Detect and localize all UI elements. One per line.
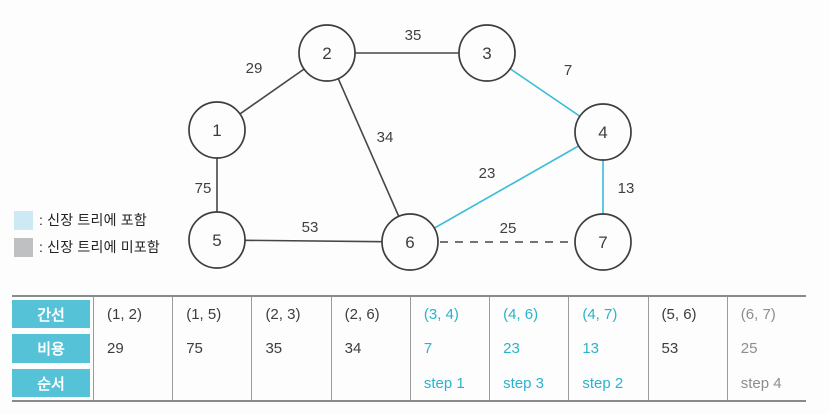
weight-label-1-5: 75 [195,180,212,197]
node-6-label: 6 [405,233,414,252]
edge-4-6 [409,131,604,243]
node-5-label: 5 [212,231,221,250]
table-cell-edge-6: (4, 6) [489,297,568,331]
weight-label-2-6: 34 [377,129,394,146]
table-cell-cost-8: 53 [647,331,727,366]
row-header-edge: 간선 [12,297,93,331]
node-3-label: 3 [482,44,491,63]
table-cell-cost-7: 13 [568,331,647,366]
weight-label-3-4: 7 [564,62,572,79]
legend-row-included: : 신장 트리에 포함 [14,210,160,230]
table-cell-edge-8: (5, 6) [647,297,727,331]
node-2 [298,24,356,82]
table-cell-step-2 [172,366,251,400]
node-7-label: 7 [598,233,607,252]
included-swatch-icon [14,210,33,230]
table-cell-edge-7: (4, 7) [568,297,647,331]
node-7 [574,213,632,271]
node-1-label: 1 [212,121,221,140]
weight-label-2-3: 35 [405,27,422,44]
node-6 [381,213,439,271]
edge-2-6 [326,52,411,243]
excluded-swatch-icon [14,237,33,257]
node-2-label: 2 [322,44,331,63]
weight-label-4-7: 13 [618,180,635,197]
table-cell-step-8 [647,366,727,400]
edge-5-6 [216,239,411,243]
weight-label-6-7: 25 [500,220,517,237]
weight-label-5-6: 53 [302,219,319,236]
weight-label-4-6: 23 [479,165,496,182]
table-cell-edge-1: (1, 2) [93,297,172,331]
table-cell-edge-3: (2, 3) [251,297,330,331]
table-cell-step-7: step 2 [568,366,647,400]
table-cell-cost-9: 25 [726,331,806,366]
table-cell-edge-4: (2, 6) [330,297,410,331]
table-cell-step-3 [251,366,330,400]
legend: : 신장 트리에 포함 : 신장 트리에 미포함 [14,210,160,264]
table-cell-edge-5: (3, 4) [409,297,489,331]
table-cell-cost-4: 34 [330,331,410,366]
table-cell-edge-9: (6, 7) [726,297,806,331]
table-cell-edge-2: (1, 5) [172,297,251,331]
table-cell-cost-1: 29 [93,331,172,366]
row-header-step: 순서 [12,366,93,400]
table-cell-step-6: step 3 [489,366,568,400]
legend-row-excluded: : 신장 트리에 미포함 [14,237,160,257]
legend-excluded-label: : 신장 트리에 미포함 [39,239,160,255]
table-cell-cost-6: 23 [489,331,568,366]
node-4-label: 4 [598,123,607,142]
table-cell-step-1 [93,366,172,400]
table-cell-cost-2: 75 [172,331,251,366]
table-cell-step-4 [330,366,410,400]
spanning-tree-graph: 1 2 3 4 5 6 7 29 75 35 34 7 23 13 53 25 [188,24,635,271]
row-header-cost: 비용 [12,331,93,366]
node-1 [188,101,246,159]
weight-label-1-2: 29 [246,60,263,77]
table-cell-step-9: step 4 [726,366,806,400]
node-5 [188,211,246,269]
node-3 [458,24,516,82]
table-cell-cost-5: 7 [409,331,489,366]
legend-included-label: : 신장 트리에 포함 [39,212,147,228]
edge-cost-step-table: 간선 (1, 2) (1, 5) (2, 3) (2, 6) (3, 4) (4… [12,295,806,402]
table-cell-step-5: step 1 [409,366,489,400]
table-cell-cost-3: 35 [251,331,330,366]
node-4 [574,103,632,161]
